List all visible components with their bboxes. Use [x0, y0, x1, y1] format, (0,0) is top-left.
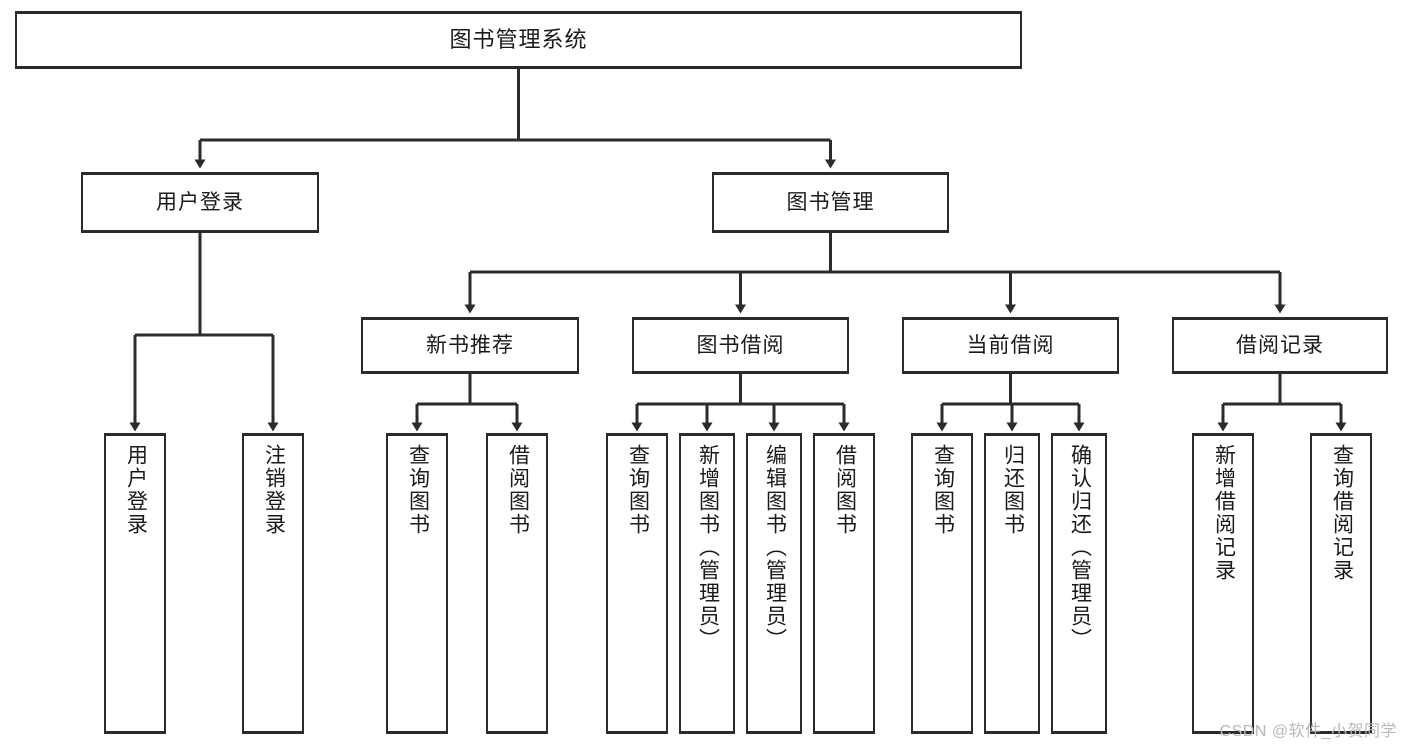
node-leaf-edit-book-label: 编辑图书（管理员）	[763, 444, 787, 651]
node-leaf-borrow-book-1-label: 借阅图书	[506, 444, 530, 536]
node-leaf-return-book[interactable]: 归还图书	[984, 434, 1040, 733]
node-leaf-query-book-3-label: 查询图书	[931, 444, 955, 536]
node-leaf-query-book-1[interactable]: 查询图书	[386, 434, 448, 733]
node-user-login[interactable]: 用户登录	[81, 173, 319, 232]
watermark-text: CSDN @软件_小贺同学	[1219, 723, 1397, 740]
node-leaf-add-record[interactable]: 新增借阅记录	[1192, 434, 1254, 733]
node-leaf-add-record-label: 新增借阅记录	[1212, 444, 1236, 582]
node-leaf-user-login[interactable]: 用户登录	[104, 434, 166, 733]
node-leaf-borrow-book-1[interactable]: 借阅图书	[486, 434, 548, 733]
node-book-borrow-label: 图书借阅	[696, 333, 785, 357]
node-leaf-user-logout-label: 注销登录	[262, 444, 286, 536]
node-leaf-query-book-2[interactable]: 查询图书	[606, 434, 668, 733]
node-leaf-query-record[interactable]: 查询借阅记录	[1310, 434, 1372, 733]
node-borrow-record-label: 借阅记录	[1236, 333, 1324, 357]
node-current-borrow[interactable]: 当前借阅	[902, 318, 1119, 373]
node-new-book-recommend[interactable]: 新书推荐	[361, 318, 579, 373]
node-leaf-add-book[interactable]: 新增图书（管理员）	[679, 434, 735, 733]
node-leaf-return-book-label: 归还图书	[1001, 444, 1025, 536]
node-leaf-borrow-book-2[interactable]: 借阅图书	[813, 434, 875, 733]
node-root-label: 图书管理系统	[449, 26, 588, 52]
node-leaf-query-book-3[interactable]: 查询图书	[911, 434, 973, 733]
node-leaf-query-book-1-label: 查询图书	[406, 444, 430, 536]
node-leaf-edit-book[interactable]: 编辑图书（管理员）	[746, 434, 802, 733]
node-book-manage-label: 图书管理	[786, 190, 875, 214]
node-root[interactable]: 图书管理系统	[15, 12, 1022, 68]
node-book-borrow[interactable]: 图书借阅	[632, 318, 849, 373]
node-leaf-query-book-2-label: 查询图书	[626, 444, 650, 536]
node-book-manage[interactable]: 图书管理	[712, 173, 949, 232]
node-leaf-borrow-book-2-label: 借阅图书	[833, 444, 857, 536]
node-leaf-query-record-label: 查询借阅记录	[1330, 444, 1354, 582]
node-leaf-user-login-label: 用户登录	[124, 444, 148, 536]
node-leaf-user-logout[interactable]: 注销登录	[242, 434, 304, 733]
node-leaf-confirm-return[interactable]: 确认归还（管理员）	[1051, 434, 1107, 733]
node-leaf-confirm-return-label: 确认归还（管理员）	[1068, 444, 1092, 651]
node-user-login-label: 用户登录	[156, 190, 244, 214]
node-current-borrow-label: 当前借阅	[966, 333, 1055, 357]
node-leaf-add-book-label: 新增图书（管理员）	[696, 444, 720, 651]
node-borrow-record[interactable]: 借阅记录	[1172, 318, 1388, 373]
node-new-book-recommend-label: 新书推荐	[426, 333, 514, 357]
